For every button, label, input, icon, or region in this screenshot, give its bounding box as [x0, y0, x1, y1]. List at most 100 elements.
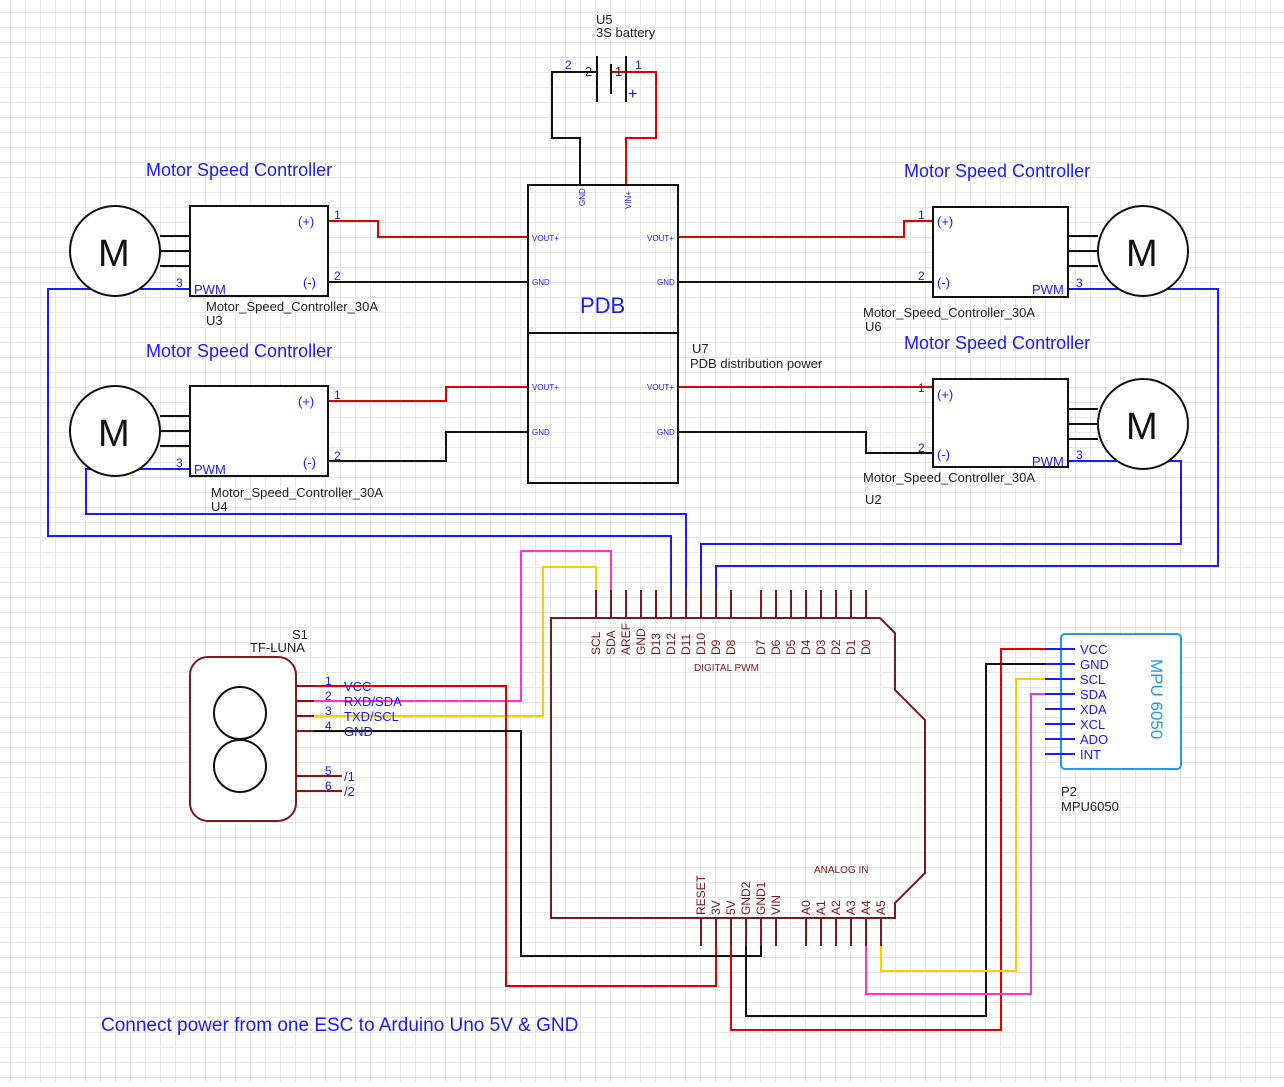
- pdb-gnd-3: GND: [532, 428, 550, 437]
- esc-u3-ref: U3: [206, 313, 223, 328]
- arduino-pin-label-gnd1: GND1: [754, 881, 768, 915]
- mpu-ref: P2: [1061, 784, 1077, 799]
- motor-u2-symbol: M: [1126, 406, 1158, 448]
- pdb-pin-gnd-top: GND: [578, 188, 587, 206]
- mpu-pin-vcc[interactable]: VCC: [1045, 642, 1107, 657]
- tfluna-pin-gnd: GND: [344, 724, 373, 739]
- arduino-pin-a4[interactable]: A4: [859, 900, 873, 946]
- arduino-pin-label-a1: A1: [814, 900, 828, 915]
- arduino-pin-5v[interactable]: 5V: [724, 900, 738, 946]
- arduino-pin-d12[interactable]: D12: [664, 590, 678, 655]
- battery-plus: +: [628, 86, 637, 103]
- arduino-pin-d8[interactable]: D8: [724, 590, 738, 655]
- esc-u3-pwm: PWM: [194, 282, 226, 297]
- arduino-pin-reset[interactable]: RESET: [694, 874, 708, 946]
- arduino-pin-label-vin: VIN: [769, 895, 783, 915]
- mpu-pin-int[interactable]: INT: [1045, 747, 1101, 762]
- arduino-pin-sda[interactable]: SDA: [604, 590, 618, 655]
- esc-u2-n2: 2: [918, 441, 925, 455]
- mpu-pin-scl[interactable]: SCL: [1045, 672, 1105, 687]
- mpu-pin-ado[interactable]: ADO: [1045, 732, 1108, 747]
- arduino-board-outline: [550, 617, 926, 919]
- arduino-pin-a3[interactable]: A3: [844, 900, 858, 946]
- esc-u6[interactable]: Motor Speed Controller M (+) (-) PWM 1 2…: [863, 161, 1189, 334]
- pdb-gnd-1: GND: [532, 278, 550, 287]
- mpu-pin-label-gnd: GND: [1080, 657, 1109, 672]
- arduino-pin-label-5v: 5V: [724, 900, 738, 915]
- arduino-pin-label-a5: A5: [874, 900, 888, 915]
- esc-u3-n1: 1: [334, 208, 341, 222]
- tfluna-pin-6: /2: [344, 784, 355, 799]
- tfluna-pin-5: /1: [344, 769, 355, 784]
- tfluna-pin-txd: TXD/SCL: [344, 709, 399, 724]
- esc-u4-ref: U4: [211, 499, 228, 514]
- arduino-pin-d7[interactable]: D7: [754, 590, 768, 655]
- pdb-vout-2: VOUT+: [647, 234, 674, 243]
- arduino-pin-3v[interactable]: 3V: [709, 900, 723, 946]
- arduino-pin-d10[interactable]: D10: [694, 590, 708, 655]
- u3-power-wire: [328, 220, 528, 238]
- tfluna-s1[interactable]: S1 TF-LUNA 1 2 3 4 5 6 VCC RXD/SDA TXD/S…: [189, 627, 402, 822]
- esc-u4-n2: 2: [334, 449, 341, 463]
- battery-pin-right: 1: [635, 58, 642, 72]
- battery-inner-left: 2: [585, 64, 592, 79]
- arduino-pin-gnd1[interactable]: GND1: [754, 881, 768, 946]
- mpu-pin-label-vcc: VCC: [1080, 642, 1107, 657]
- arduino-pin-d11[interactable]: D11: [679, 590, 693, 655]
- esc-u4[interactable]: Motor Speed Controller M (+) (-) PWM 1 2…: [69, 341, 383, 514]
- arduino-pin-d1[interactable]: D1: [844, 590, 858, 655]
- motor-u2: [1097, 378, 1189, 470]
- sda-wire: [314, 550, 612, 702]
- esc-u6-ref: U6: [865, 319, 882, 334]
- u4-power-wire: [328, 386, 528, 402]
- pdb-u7[interactable]: PDB GND VIN+ VOUT+ GND VOUT+ GND VOUT+ G…: [527, 184, 823, 484]
- arduino-pin-label-gnd: GND: [634, 628, 648, 655]
- esc-u4-pwm: PWM: [194, 462, 226, 477]
- arduino-pin-aref[interactable]: AREF: [619, 590, 633, 655]
- tfluna-num-4: 4: [325, 719, 332, 733]
- esc-u2[interactable]: Motor Speed Controller M (+) (-) PWM 1 2…: [863, 333, 1189, 507]
- arduino-pin-d4[interactable]: D4: [799, 590, 813, 655]
- mpu-gnd-wire: [745, 663, 1061, 1017]
- arduino-pin-gnd2[interactable]: GND2: [739, 881, 753, 946]
- arduino-pin-gnd[interactable]: GND: [634, 590, 648, 655]
- esc-u3[interactable]: Motor Speed Controller M (+) (-) PWM 1 2…: [69, 160, 378, 328]
- pdb-pin-vin-top: VIN+: [624, 191, 633, 209]
- esc-u2-title: Motor Speed Controller: [904, 333, 1090, 353]
- arduino-pin-d13[interactable]: D13: [649, 590, 663, 655]
- esc-u6-pwm: PWM: [1032, 282, 1064, 297]
- arduino-pin-label-d9: D9: [709, 639, 723, 655]
- arduino-pin-vin[interactable]: VIN: [769, 895, 783, 946]
- mpu-pin-gnd[interactable]: GND: [1045, 657, 1109, 672]
- esc-u4-n1: 1: [334, 388, 341, 402]
- tfluna-gnd-wire: [314, 730, 762, 957]
- battery-gnd-wire: [551, 71, 581, 185]
- arduino-pin-d6[interactable]: D6: [769, 590, 783, 655]
- arduino-pin-d5[interactable]: D5: [784, 590, 798, 655]
- esc-u2-plus: (+): [937, 387, 953, 402]
- esc-u3-n3: 3: [176, 276, 183, 290]
- arduino-pin-d9[interactable]: D9: [709, 590, 723, 655]
- arduino-pin-scl[interactable]: SCL: [589, 590, 603, 655]
- mpu-pin-xda[interactable]: XDA: [1045, 702, 1107, 717]
- mpu-pin-sda[interactable]: SDA: [1045, 687, 1107, 702]
- arduino-pin-d3[interactable]: D3: [814, 590, 828, 655]
- arduino-pin-label-scl: SCL: [589, 631, 603, 655]
- arduino-pin-d2[interactable]: D2: [829, 590, 843, 655]
- esc-u6-minus: (-): [937, 275, 950, 290]
- pdb-vout-1: VOUT+: [532, 234, 559, 243]
- esc-u6-n3: 3: [1076, 276, 1083, 290]
- tfluna-vcc-wire: [314, 685, 717, 987]
- arduino-pin-a5[interactable]: A5: [874, 900, 888, 946]
- battery-vin-wire: [625, 71, 657, 185]
- arduino-pin-a0[interactable]: A0: [799, 900, 813, 946]
- mpu-pin-xcl[interactable]: XCL: [1045, 717, 1105, 732]
- battery-u5[interactable]: U5 3S battery 2 1 2 1 +: [565, 12, 656, 103]
- arduino-pin-a2[interactable]: A2: [829, 900, 843, 946]
- arduino-pin-a1[interactable]: A1: [814, 900, 828, 946]
- arduino-pin-d0[interactable]: D0: [859, 590, 873, 655]
- mpu-pin-label-xda: XDA: [1080, 702, 1107, 717]
